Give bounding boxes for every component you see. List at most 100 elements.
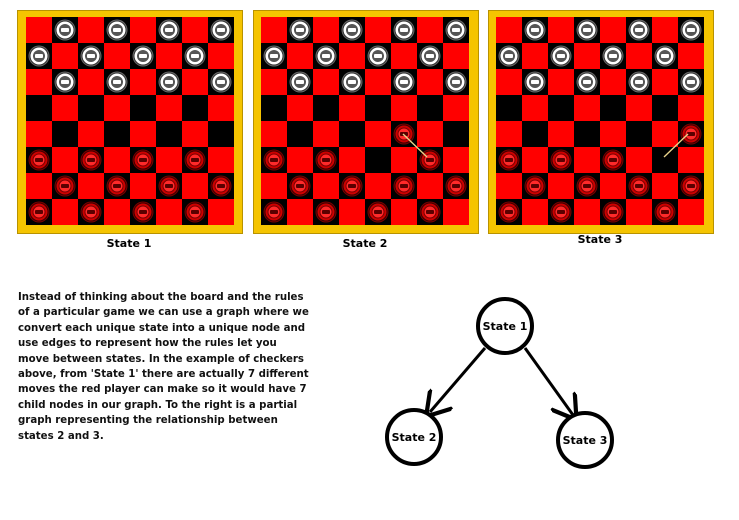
board-square — [261, 95, 287, 121]
board-square — [443, 199, 469, 225]
board-square — [52, 95, 78, 121]
board-square — [443, 43, 469, 69]
red-checker-piece — [498, 149, 520, 171]
move-arrow — [663, 133, 689, 158]
board-square — [365, 95, 391, 121]
board-square — [574, 147, 600, 173]
board-square — [417, 121, 443, 147]
board-square — [652, 69, 678, 95]
white-checker-piece — [602, 45, 624, 67]
white-checker-piece — [106, 19, 128, 41]
board-square — [26, 69, 52, 95]
white-checker-piece — [393, 71, 415, 93]
white-checker-piece — [419, 45, 441, 67]
board-square — [548, 69, 574, 95]
board-square — [548, 17, 574, 43]
board-square — [313, 173, 339, 199]
board-square — [261, 69, 287, 95]
red-checker-piece — [28, 149, 50, 171]
checkers-board — [26, 17, 234, 225]
red-checker-piece — [80, 149, 102, 171]
board-square — [182, 173, 208, 199]
red-checker-piece — [654, 201, 676, 223]
board-square — [574, 199, 600, 225]
red-checker-piece — [367, 201, 389, 223]
board-square — [600, 95, 626, 121]
red-checker-piece — [498, 201, 520, 223]
board-caption: State 2 — [342, 237, 388, 250]
board-square — [365, 147, 391, 173]
board-square — [626, 121, 652, 147]
board-square — [626, 199, 652, 225]
board-square — [208, 121, 234, 147]
board-square — [626, 147, 652, 173]
graph-node-state-2: State 2 — [385, 408, 443, 466]
board-square — [417, 17, 443, 43]
board-square — [182, 69, 208, 95]
board-square — [287, 121, 313, 147]
board-square — [182, 95, 208, 121]
board-square — [208, 199, 234, 225]
board-square — [104, 147, 130, 173]
red-checker-piece — [602, 149, 624, 171]
board-square — [496, 17, 522, 43]
board-square — [652, 147, 678, 173]
board-square — [365, 69, 391, 95]
red-checker-piece — [263, 201, 285, 223]
white-checker-piece — [524, 19, 546, 41]
board-square — [182, 121, 208, 147]
white-checker-piece — [680, 19, 702, 41]
board-square — [104, 121, 130, 147]
board-square — [443, 147, 469, 173]
board-square — [391, 147, 417, 173]
board-square — [391, 43, 417, 69]
white-checker-piece — [54, 19, 76, 41]
board-square — [600, 173, 626, 199]
node-label: State 1 — [483, 320, 528, 333]
board-square — [678, 147, 704, 173]
board-square — [26, 95, 52, 121]
white-checker-piece — [393, 19, 415, 41]
board-square — [130, 121, 156, 147]
board-square — [104, 43, 130, 69]
white-checker-piece — [445, 19, 467, 41]
board-square — [548, 173, 574, 199]
board-square — [574, 121, 600, 147]
red-checker-piece — [576, 175, 598, 197]
board-square — [78, 95, 104, 121]
board-square — [287, 147, 313, 173]
board-square — [26, 17, 52, 43]
white-checker-piece — [158, 19, 180, 41]
board-square — [339, 95, 365, 121]
board-square — [287, 95, 313, 121]
board-square — [261, 121, 287, 147]
white-checker-piece — [628, 71, 650, 93]
red-checker-piece — [158, 175, 180, 197]
board-square — [78, 17, 104, 43]
board-square — [600, 17, 626, 43]
white-checker-piece — [628, 19, 650, 41]
board-square — [156, 147, 182, 173]
red-checker-piece — [628, 175, 650, 197]
red-checker-piece — [315, 149, 337, 171]
graph-node-state-3: State 3 — [556, 411, 614, 469]
board-square — [652, 121, 678, 147]
board-square — [156, 199, 182, 225]
red-checker-piece — [341, 175, 363, 197]
board-square — [26, 173, 52, 199]
edge-state1-state3 — [523, 347, 573, 415]
node-label: State 3 — [563, 434, 608, 447]
board-square — [78, 69, 104, 95]
board-square — [130, 173, 156, 199]
board-square — [626, 95, 652, 121]
board-square — [652, 173, 678, 199]
board-square — [339, 121, 365, 147]
white-checker-piece — [263, 45, 285, 67]
board-square — [391, 95, 417, 121]
graph-node-state-1: State 1 — [476, 297, 534, 355]
white-checker-piece — [184, 45, 206, 67]
board-square — [365, 121, 391, 147]
red-checker-piece — [602, 201, 624, 223]
board-square — [52, 199, 78, 225]
red-checker-piece — [184, 149, 206, 171]
